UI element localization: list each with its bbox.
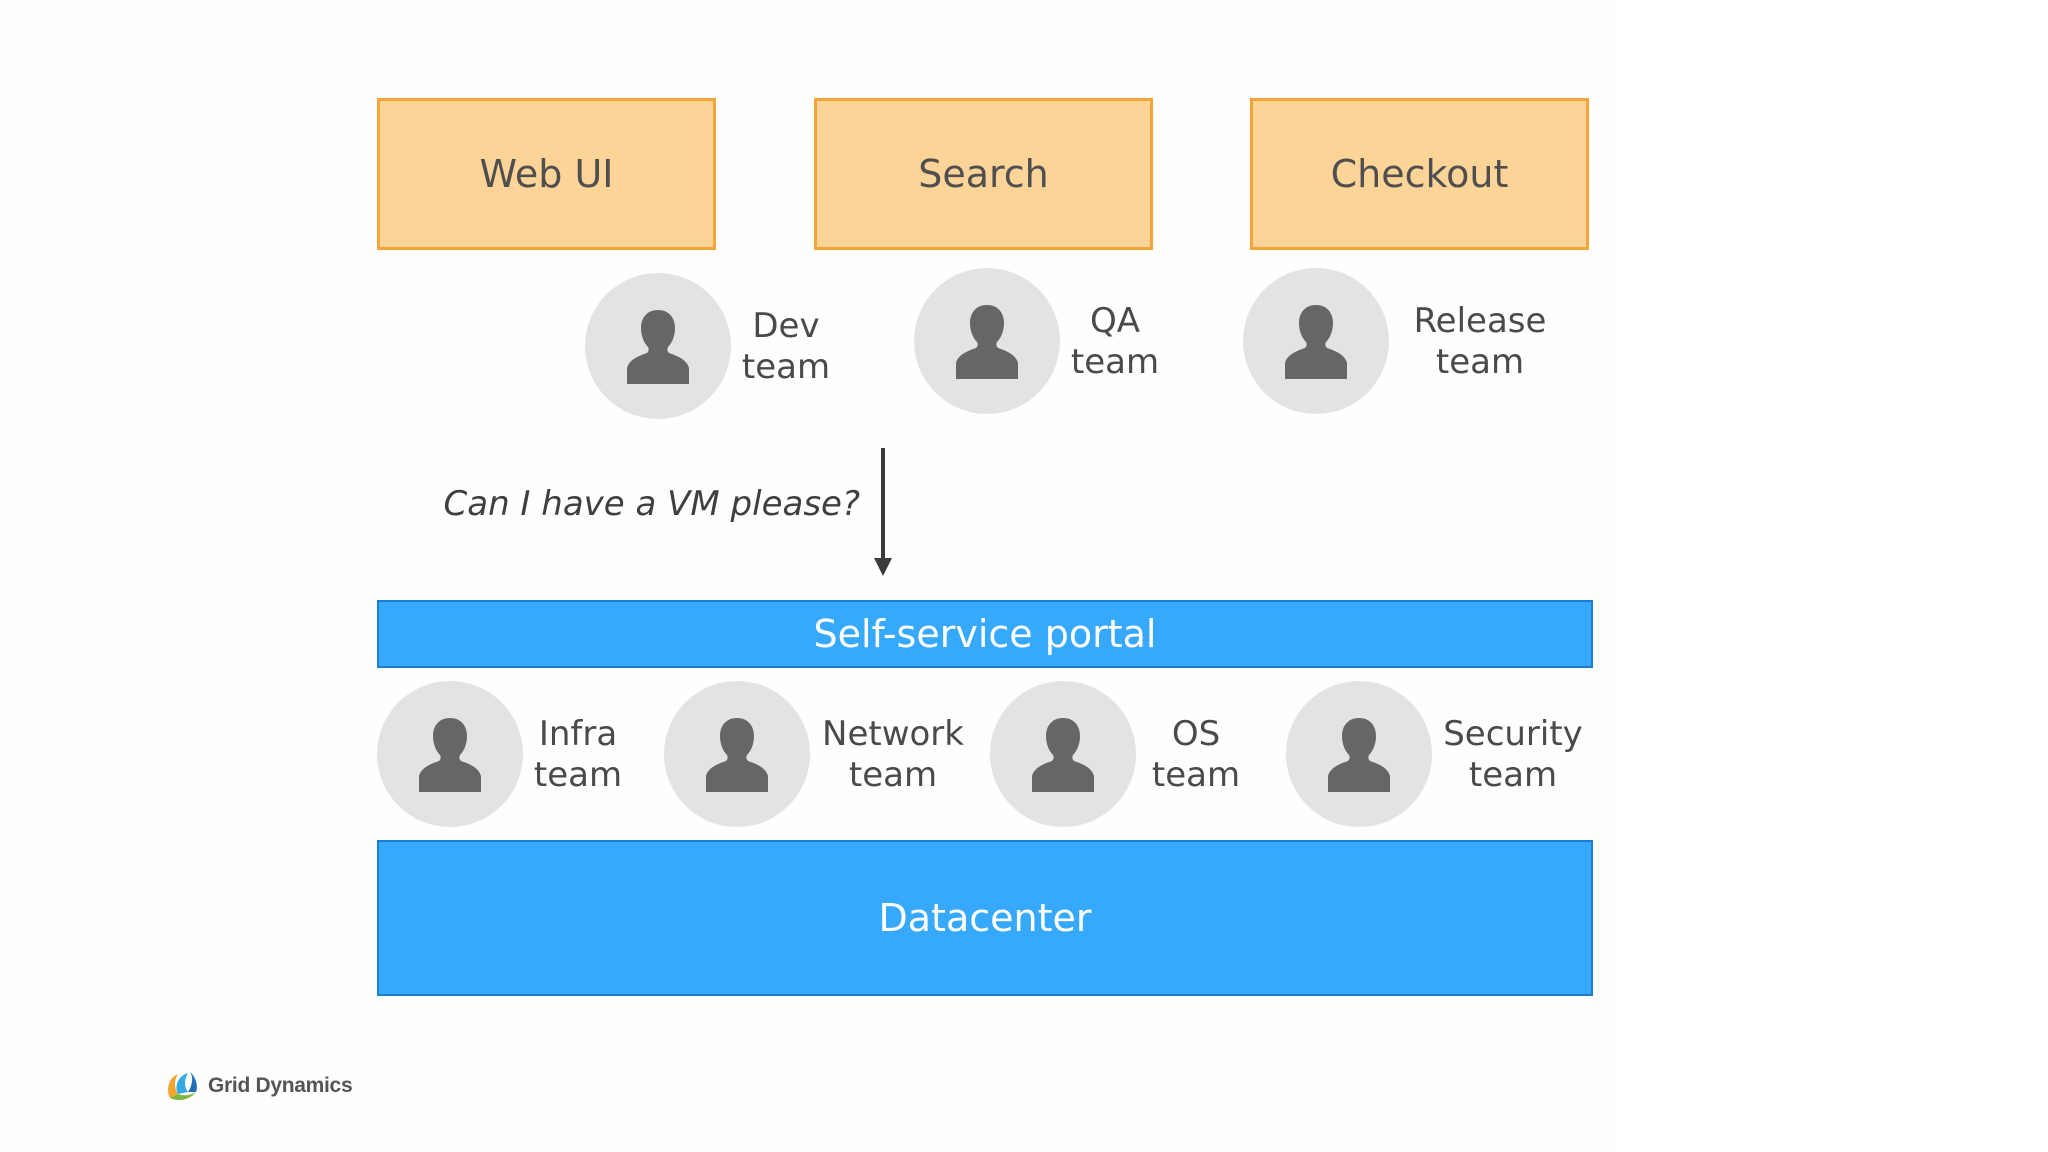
self-service-portal-bar: Self-service portal [377, 600, 1593, 668]
portal-label: Self-service portal [813, 612, 1157, 656]
person-icon [1032, 718, 1094, 792]
datacenter-bar: Datacenter [377, 840, 1593, 996]
team-label-line: team [1070, 342, 1160, 382]
app-box-label: Web UI [479, 152, 614, 196]
os-team-label: OS team [1096, 714, 1296, 796]
team-label-line: team [1468, 755, 1558, 795]
team-label-line: team [1151, 755, 1241, 795]
team-label-line: QA [1089, 301, 1141, 341]
security-team-avatar [1286, 681, 1432, 827]
down-arrow-icon [874, 448, 892, 576]
infra-team-avatar [377, 681, 523, 827]
team-label-line: team [741, 347, 831, 387]
team-label-line: team [1435, 342, 1525, 382]
os-team-avatar [990, 681, 1136, 827]
team-label-line: Infra [538, 714, 618, 754]
app-box-label: Checkout [1330, 152, 1509, 196]
team-label-line: Release [1413, 301, 1547, 341]
security-team-label: Security team [1413, 714, 1613, 796]
team-label-line: Network [822, 714, 964, 754]
qa-team-avatar [914, 268, 1060, 414]
team-label-line: Dev [752, 306, 820, 346]
team-label-line: Security [1443, 714, 1583, 754]
grid-dynamics-logo: Grid Dynamics [164, 1068, 353, 1104]
dev-team-avatar [585, 273, 731, 419]
person-icon [1285, 305, 1347, 379]
vm-request-text: Can I have a VM please? [443, 484, 861, 524]
grid-dynamics-logo-icon [168, 1072, 197, 1100]
infra-team-label: Infra team [478, 714, 678, 796]
app-box-label: Search [918, 152, 1049, 196]
team-label-line: OS [1171, 714, 1221, 754]
person-icon [706, 718, 768, 792]
app-box-checkout: Checkout [1250, 98, 1589, 250]
network-team-label: Network team [793, 714, 993, 796]
person-icon [419, 718, 481, 792]
person-icon [627, 310, 689, 384]
team-label-line: team [848, 755, 938, 795]
release-team-avatar [1243, 268, 1389, 414]
person-icon [1328, 718, 1390, 792]
team-label-line: team [533, 755, 623, 795]
release-team-label: Release team [1380, 301, 1580, 383]
network-team-avatar [664, 681, 810, 827]
app-box-search: Search [814, 98, 1153, 250]
datacenter-label: Datacenter [878, 896, 1092, 940]
app-box-web-ui: Web UI [377, 98, 716, 250]
qa-team-label: QA team [1015, 301, 1215, 383]
person-icon [956, 305, 1018, 379]
dev-team-label: Dev team [686, 306, 886, 388]
logo-text: Grid Dynamics [208, 1074, 353, 1097]
